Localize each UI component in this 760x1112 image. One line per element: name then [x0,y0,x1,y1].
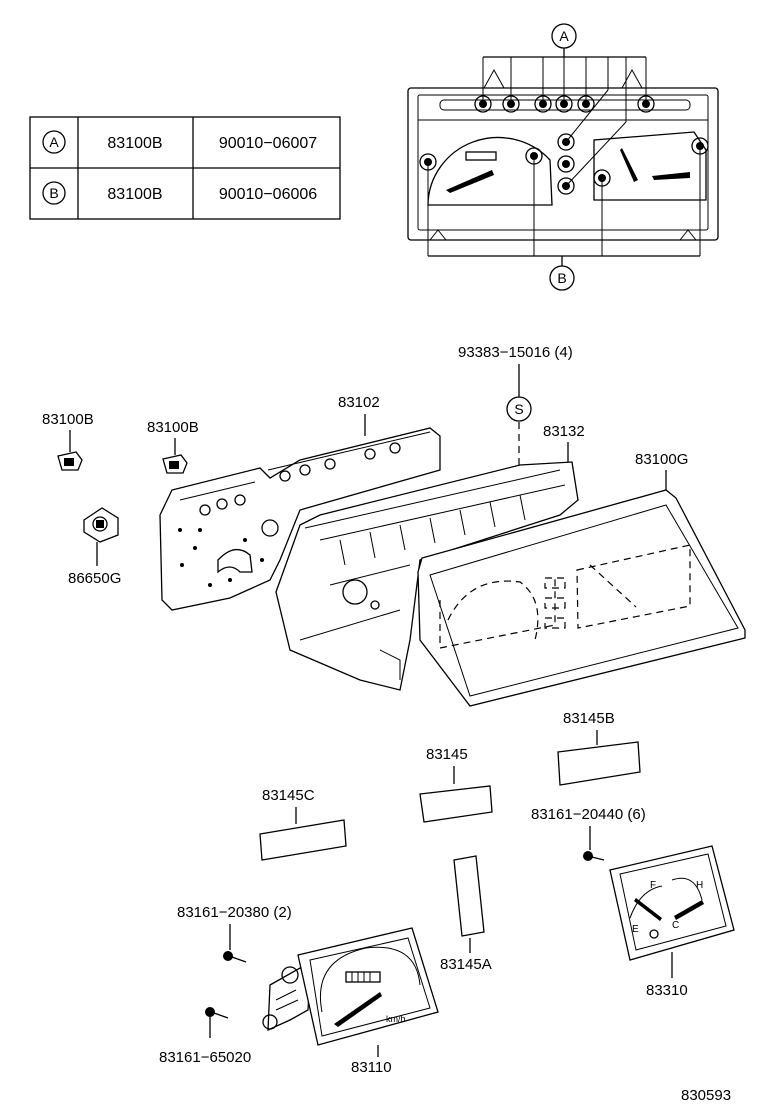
plate-83145c [259,819,347,861]
bulb-reference-table: A 83100B 90010−06007 B 83100B 90010−0600… [29,116,341,220]
label-83145: 83145 [426,746,468,763]
gauge-fuel-e: E [632,924,639,935]
socket-86650g [83,507,119,543]
label-83310: 83310 [646,982,688,999]
speedometer-83110: km/h [262,927,439,1046]
table-number-a: 90010−06007 [219,135,317,152]
plate-83145a [453,855,485,937]
gauge-temp-h: H [696,880,703,891]
label-83110: 83110 [351,1059,392,1076]
plate-83145 [419,785,493,823]
label-83161-20380: 83161−20380 (2) [177,904,292,921]
screw-83161-20380 [223,951,247,963]
gauge-fuel-f: F [650,880,656,891]
label-83100b-right: 83100B [147,419,199,436]
printed-circuit-83102 [159,427,441,611]
label-83161-20440: 83161−20440 (6) [531,806,646,823]
label-86650g: 86650G [68,570,121,587]
bulb-socket-83100b-right [162,454,188,474]
meter-lens-83100g [417,489,746,707]
label-83102: 83102 [338,394,380,411]
callout-a: A [559,28,569,44]
bulb-location-detail: A [407,23,719,291]
speed-unit: km/h [386,1014,406,1024]
s-mark: S [514,401,523,417]
gauge-temp-c: C [672,920,679,931]
label-83145a: 83145A [440,956,492,973]
label-83100g: 83100G [635,451,688,468]
screw-83161-65020 [205,1007,229,1019]
label-83145b: 83145B [563,710,615,727]
table-key-b: B [49,185,58,201]
plate-83145b [557,741,641,786]
table-part-b: 83100B [107,186,162,203]
callout-b: B [557,270,566,286]
label-83132: 83132 [543,423,585,440]
screw-83161-20440 [583,851,605,861]
label-83145c: 83145C [262,787,315,804]
fuel-temp-gauge-83310: E F C H [609,845,735,961]
label-83161-65020: 83161−65020 [159,1049,251,1066]
label-83100b-left: 83100B [42,411,94,428]
table-number-b: 90010−06006 [219,186,317,203]
housing-83132 [275,461,579,691]
s-mark-circle [506,396,532,422]
table-key-b-circle [42,181,66,205]
reference-number: 830593 [681,1087,731,1104]
table-key-a: A [49,134,59,150]
label-screw-93383: 93383−15016 (4) [458,344,573,361]
bulb-socket-83100b-left [57,451,83,471]
callout-b-circle [549,265,575,291]
table-key-a-circle [42,130,66,154]
table-part-a: 83100B [107,135,162,152]
